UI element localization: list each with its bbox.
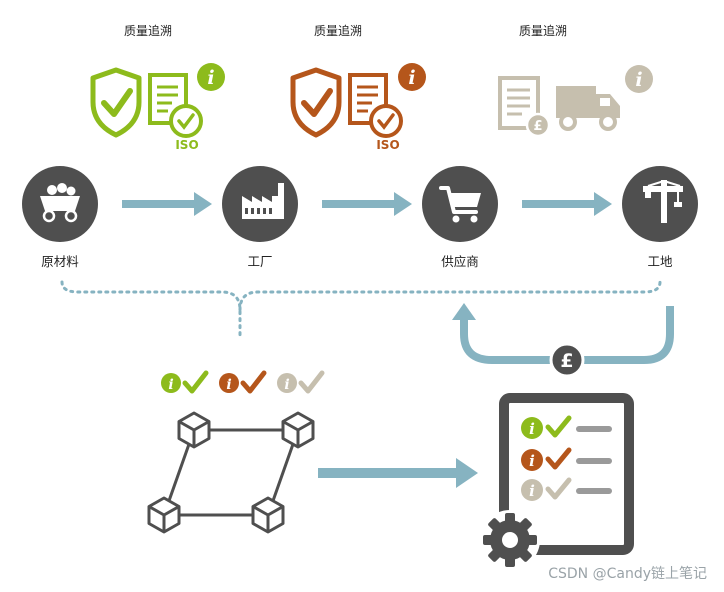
- arrow-to-checklist: [318, 458, 478, 488]
- payment-return-arrow: £: [452, 303, 674, 378]
- info-icon-check-orange: i: [529, 452, 535, 470]
- trace-status-badges: i i i: [161, 370, 325, 394]
- block-cube-icon: [251, 496, 285, 534]
- arrow-supplier-to-site: [522, 200, 596, 208]
- flow-arrows: [122, 192, 612, 216]
- checkmark-icon-beige: [298, 370, 325, 394]
- invoice-pound-sign: £: [533, 119, 542, 134]
- node-supplier: [422, 166, 498, 242]
- quality-certificate-green-icon: ISO i: [90, 63, 225, 152]
- info-icon-small-orange: i: [226, 377, 231, 393]
- node-raw-material: [22, 166, 98, 242]
- header-label-1: 质量追溯: [124, 23, 172, 38]
- pound-sign-icon: £: [560, 350, 573, 372]
- info-icon-green: i: [207, 67, 214, 89]
- factory-icon: [242, 183, 284, 219]
- block-cube-icon: [177, 411, 211, 449]
- checkmark-icon-orange: [240, 370, 267, 394]
- iso-badge-orange: ISO: [376, 138, 399, 152]
- blockchain-network: [147, 411, 315, 534]
- arrow-raw-to-factory: [122, 200, 196, 208]
- header-label-2: 质量追溯: [314, 23, 362, 38]
- watermark-text: CSDN @Candy链上笔记: [548, 566, 707, 582]
- block-cube-icon: [147, 496, 181, 534]
- info-icon-orange: i: [408, 67, 415, 89]
- node-construction-site: [622, 166, 698, 242]
- checkmark-icon-green: [182, 370, 209, 394]
- info-icon-small-beige: i: [284, 377, 289, 393]
- node-label-raw-material: 原材料: [41, 254, 79, 269]
- info-icon-check-green: i: [529, 420, 535, 438]
- info-icon-beige: i: [635, 69, 642, 91]
- node-label-construction-site: 工地: [647, 254, 673, 269]
- dotted-bracket: [60, 280, 662, 338]
- quality-certificate-orange-icon: ISO i: [290, 63, 426, 152]
- invoice-delivery-truck-icon: £ i: [498, 65, 653, 138]
- mine-cart-icon: [40, 183, 80, 223]
- gear-icon: [480, 510, 540, 570]
- node-factory: [222, 166, 298, 242]
- header-label-3: 质量追溯: [519, 23, 567, 38]
- shopping-cart-icon: [439, 186, 481, 223]
- crane-icon: [643, 180, 683, 223]
- info-icon-check-beige: i: [529, 482, 535, 500]
- iso-badge-green: ISO: [175, 138, 198, 152]
- node-label-supplier: 供应商: [441, 254, 479, 269]
- node-label-factory: 工厂: [247, 254, 272, 269]
- info-icon-small-green: i: [168, 377, 173, 393]
- block-cube-icon: [281, 411, 315, 449]
- arrow-factory-to-supplier: [322, 200, 396, 208]
- checklist-document-icon: i i i: [480, 393, 634, 570]
